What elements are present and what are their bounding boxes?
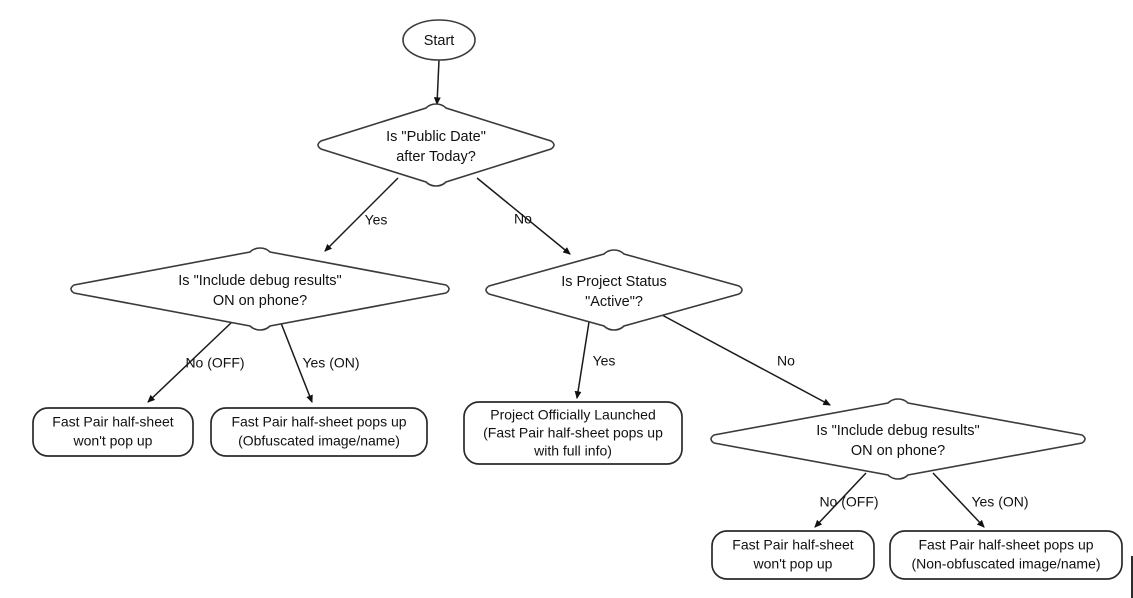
nodes-layer: Start Is "Public Date" after Today? Is "… <box>32 19 1123 580</box>
edge-label-public-date-yes: Yes <box>365 212 388 228</box>
right-on-label-line1: Fast Pair half-sheet pops up <box>918 537 1093 553</box>
node-decision-debug-right[interactable]: Is "Include debug results" ON on phone? <box>710 398 1086 480</box>
public-date-diamond[interactable] <box>317 103 555 187</box>
left-off-label-line2: won't pop up <box>73 433 153 449</box>
debug-left-label-line1: Is "Include debug results" <box>178 273 341 289</box>
edges-layer: Yes No No (OFF) Yes (ON) Yes No No (OFF)… <box>147 59 1029 528</box>
debug-left-label-line2: ON on phone? <box>213 293 307 309</box>
edge-label-debug-right-on: Yes (ON) <box>971 494 1028 510</box>
left-on-label-line1: Fast Pair half-sheet pops up <box>231 414 406 430</box>
node-terminal-left-off[interactable]: Fast Pair half-sheet won't pop up <box>32 407 194 457</box>
right-off-label-line1: Fast Pair half-sheet <box>732 537 853 553</box>
edge-project-status-no <box>661 314 831 406</box>
project-status-diamond[interactable] <box>485 249 743 331</box>
debug-right-diamond[interactable] <box>710 398 1086 480</box>
public-date-label-line2: after Today? <box>396 149 476 165</box>
left-off-box[interactable] <box>32 407 194 457</box>
edge-label-project-status-no: No <box>777 353 795 369</box>
edge-label-public-date-no: No <box>514 211 532 227</box>
node-terminal-right-off[interactable]: Fast Pair half-sheet won't pop up <box>711 530 875 580</box>
left-on-box[interactable] <box>210 407 428 457</box>
edge-public-date-yes <box>324 177 399 252</box>
left-off-label-line1: Fast Pair half-sheet <box>52 414 173 430</box>
right-off-label-line2: won't pop up <box>753 556 833 572</box>
right-edge-artifact <box>1131 556 1133 598</box>
launched-label-line1: Project Officially Launched <box>490 407 656 423</box>
right-off-box[interactable] <box>711 530 875 580</box>
node-decision-public-date[interactable]: Is "Public Date" after Today? <box>317 103 555 187</box>
debug-left-diamond[interactable] <box>70 247 450 331</box>
edge-label-debug-right-off: No (OFF) <box>819 494 878 510</box>
edge-debug-left-off <box>147 321 233 403</box>
edge-debug-left-on <box>280 322 313 404</box>
project-status-label-line2: "Active"? <box>585 294 643 310</box>
public-date-label-line1: Is "Public Date" <box>386 129 486 145</box>
edge-debug-right-on <box>932 472 985 528</box>
edge-label-debug-left-off: No (OFF) <box>185 355 244 371</box>
right-on-label-line2: (Non-obfuscated image/name) <box>911 556 1100 572</box>
node-terminal-right-on[interactable]: Fast Pair half-sheet pops up (Non-obfusc… <box>889 530 1123 580</box>
launched-label-line2: (Fast Pair half-sheet pops up <box>483 425 663 441</box>
node-terminal-left-on[interactable]: Fast Pair half-sheet pops up (Obfuscated… <box>210 407 428 457</box>
start-label: Start <box>424 33 455 49</box>
launched-box[interactable] <box>463 401 683 465</box>
debug-right-label-line1: Is "Include debug results" <box>816 423 979 439</box>
edge-public-date-no <box>476 177 571 255</box>
node-start[interactable]: Start <box>402 19 476 61</box>
edge-start-to-public-date <box>433 59 441 106</box>
edge-project-status-yes <box>574 321 590 400</box>
launched-label-line3: with full info) <box>533 443 612 459</box>
start-ellipse[interactable] <box>402 19 476 61</box>
node-terminal-launched[interactable]: Project Officially Launched (Fast Pair h… <box>463 401 683 465</box>
node-decision-project-status[interactable]: Is Project Status "Active"? <box>485 249 743 331</box>
debug-right-label-line2: ON on phone? <box>851 443 945 459</box>
edge-label-project-status-yes: Yes <box>593 353 616 369</box>
node-decision-debug-left[interactable]: Is "Include debug results" ON on phone? <box>70 247 450 331</box>
edge-debug-right-off <box>814 472 867 528</box>
left-on-label-line2: (Obfuscated image/name) <box>238 433 400 449</box>
edge-label-debug-left-on: Yes (ON) <box>302 355 359 371</box>
right-on-box[interactable] <box>889 530 1123 580</box>
project-status-label-line1: Is Project Status <box>561 274 667 290</box>
